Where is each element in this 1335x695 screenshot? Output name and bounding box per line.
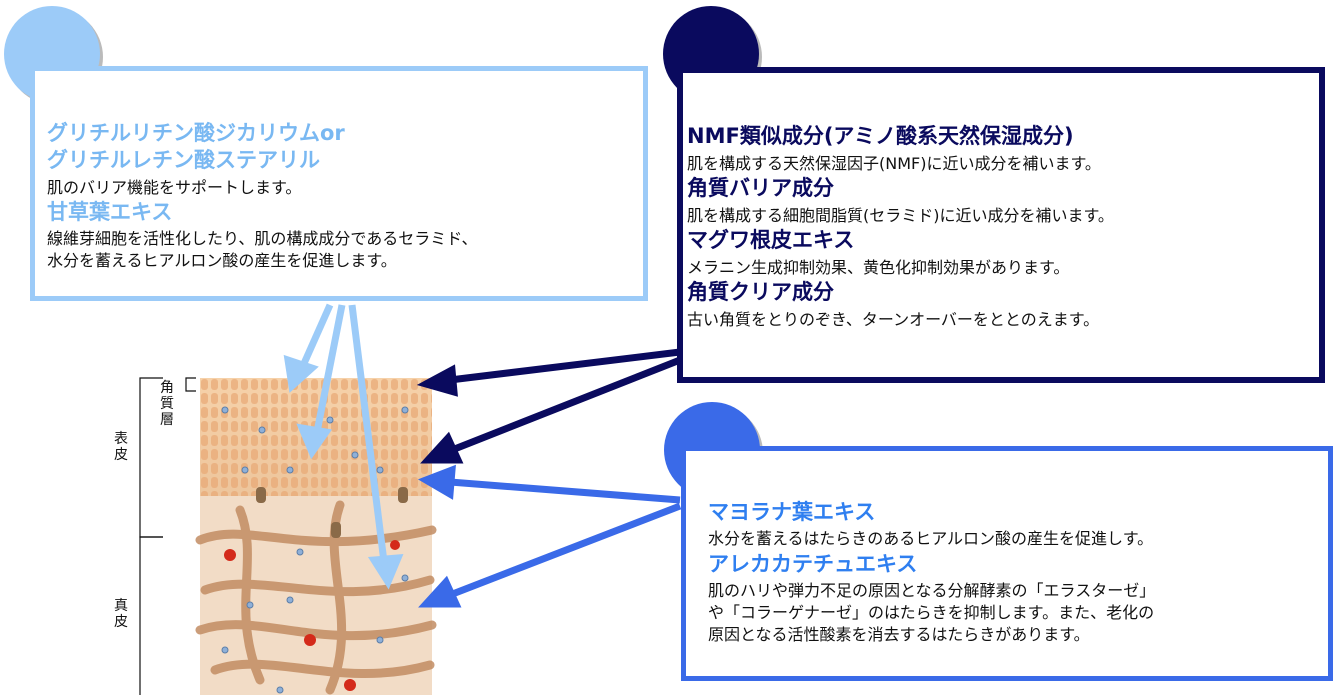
red-cells [224,540,400,691]
navy-arrows [416,348,682,464]
left-desc-3: 水分を蓄えるヒアルロン酸の産生を促進します。 [47,251,397,270]
tr-desc-4: 古い角質をとりのぞき、ターンオーバーをととのえます。 [687,310,1100,329]
left-desc-1: 肌のバリア機能をサポートします。 [47,178,302,197]
left-title-2: グリチルレチン酸ステアリル [47,148,320,172]
layer-brackets [139,377,196,695]
light-blue-arrows [283,303,404,590]
blue-arrows [417,464,682,608]
br-desc-2: 肌のハリや弾力不足の原因となる分解酵素の「エラスターゼ」 [708,581,1156,600]
tr-title-4: 角質クリア成分 [687,280,834,304]
top-right-ingredient-panel: NMF類似成分(アミノ酸系天然保湿成分) 肌を構成する天然保湿因子(NMF)に近… [677,67,1325,383]
brown-cells [256,487,408,538]
collagen-fibers [195,500,437,695]
tr-desc-1: 肌を構成する天然保湿因子(NMF)に近い成分を補います。 [687,154,1101,173]
left-ingredient-panel: グリチルリチン酸ジカリウムor グリチルレチン酸ステアリル 肌のバリア機能をサポ… [30,66,648,301]
tr-title-3: マグワ根皮エキス [687,228,855,252]
br-desc-3: や「コラーゲナーゼ」のはたらきを抑制します。また、老化の [708,603,1155,622]
left-desc-2: 線維芽細胞を活性化したり、肌の構成成分であるセラミド、 [47,229,478,248]
br-desc-1: 水分を蓄えるはたらきのあるヒアルロン酸の産生を促進しす。 [708,529,1154,548]
br-desc-4: 原因となる活性酸素を消去するはたらきがあります。 [708,625,1090,644]
br-title-2: アレカカテチュエキス [708,552,918,576]
dermis-label: 真皮 [114,598,128,631]
tr-desc-3: メラニン生成抑制効果、黄色化抑制効果があります。 [687,258,1070,277]
br-title-1: マヨラナ葉エキス [708,500,876,524]
tr-title-2: 角質バリア成分 [687,176,834,200]
stratum-corneum-label: 角質層 [160,380,174,429]
left-title-1: グリチルリチン酸ジカリウムor [47,121,345,145]
bottom-right-ingredient-panel: マヨラナ葉エキス 水分を蓄えるはたらきのあるヒアルロン酸の産生を促進しす。 アレ… [681,446,1333,681]
epidermis-label: 表皮 [114,431,128,464]
tr-title-1: NMF類似成分(アミノ酸系天然保湿成分) [687,124,1074,148]
tr-desc-2: 肌を構成する細胞間脂質(セラミド)に近い成分を補います。 [687,206,1114,225]
left-title-3: 甘草葉エキス [47,200,173,224]
blue-dots [221,406,409,694]
